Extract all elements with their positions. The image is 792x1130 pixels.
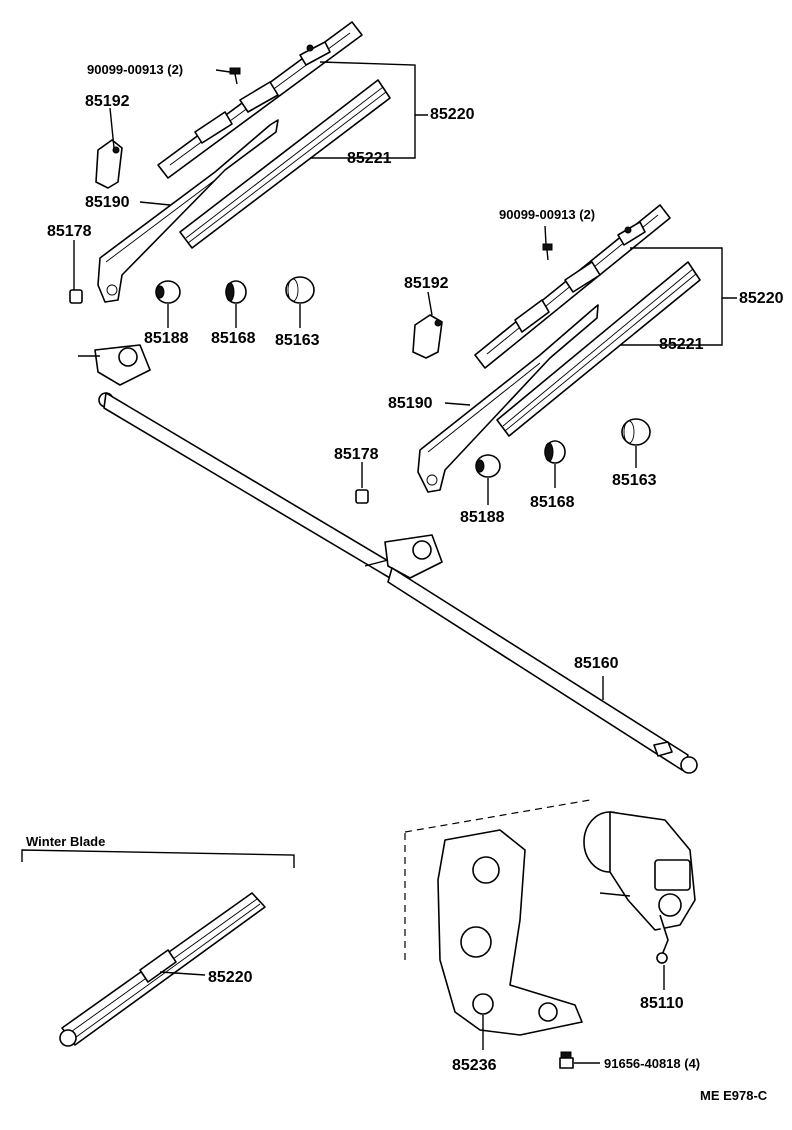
label-grommet-left: 85163 (275, 332, 320, 349)
label-nut-left: 85178 (47, 223, 92, 240)
label-washer-right: 85168 (530, 494, 575, 511)
label-arm-left: 85190 (85, 194, 130, 211)
left-wiper-arm (97, 119, 279, 303)
assembly-dashed-line-top (404, 799, 591, 833)
right-wiper-arm (417, 304, 599, 493)
label-bolt-left: 90099-00913 (2) (87, 62, 183, 77)
label-refill-right: 85221 (659, 336, 704, 353)
label-bushing-right: 85188 (460, 509, 505, 526)
label-blade-assy-right: 85220 (739, 290, 784, 307)
label-bolt-right: 90099-00913 (2) (499, 207, 595, 222)
left-grommet (285, 276, 315, 304)
right-blade-refill (496, 261, 701, 437)
label-cap-left: 85192 (85, 93, 130, 110)
left-arm-cap (95, 139, 123, 189)
label-winter-blade: 85220 (208, 969, 253, 986)
motor-bracket (437, 829, 583, 1036)
left-blade-assy (157, 21, 363, 179)
right-blade-assy (474, 204, 671, 369)
right-bolt (542, 243, 553, 261)
right-arm-cap (412, 314, 443, 359)
right-bushing (475, 454, 501, 478)
label-bracket: 85236 (452, 1057, 497, 1074)
diagram-code: ME E978-C (700, 1088, 768, 1103)
left-washer (225, 280, 247, 304)
leader-lines (73, 61, 737, 1064)
left-blade-refill (179, 79, 391, 249)
label-motor-bolt: 91656-40818 (4) (604, 1056, 700, 1071)
left-bushing (155, 280, 181, 304)
label-link: 85160 (574, 655, 619, 672)
label-arm-right: 85190 (388, 395, 433, 412)
right-grommet (621, 418, 651, 446)
left-nut (69, 289, 83, 304)
wiper-link (78, 344, 698, 774)
label-blade-assy-left: 85220 (430, 106, 475, 123)
label-refill-left: 85221 (347, 150, 392, 167)
left-bolt (229, 67, 241, 85)
motor-bolt (559, 1051, 574, 1069)
label-motor: 85110 (640, 995, 684, 1012)
label-bushing-left: 85188 (144, 330, 189, 347)
label-washer-left: 85168 (211, 330, 256, 347)
label-grommet-right: 85163 (612, 472, 657, 489)
wiper-motor (583, 811, 696, 964)
winter-blade (21, 849, 295, 1047)
label-nut-right: 85178 (334, 446, 379, 463)
right-washer (544, 440, 566, 464)
label-cap-right: 85192 (404, 275, 449, 292)
winter-blade-title: Winter Blade (26, 834, 105, 849)
right-nut (355, 489, 369, 504)
